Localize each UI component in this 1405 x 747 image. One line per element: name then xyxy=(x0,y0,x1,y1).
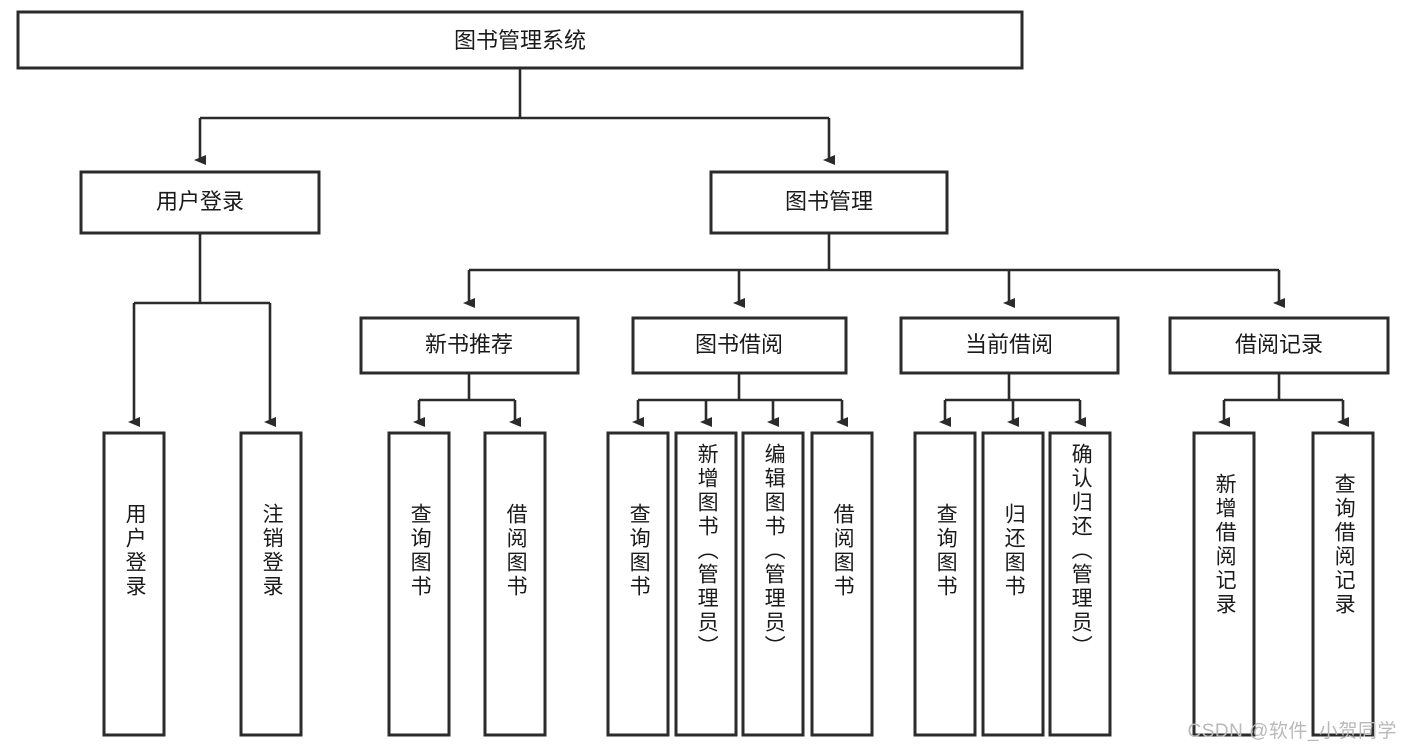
leaf-box-user-login-1[interactable] xyxy=(239,431,303,737)
leaf-box-user-login-0[interactable] xyxy=(102,431,166,737)
node-new-book-recommend[interactable]: 新书推荐 xyxy=(359,316,580,375)
node-borrow-record[interactable]: 借阅记录 xyxy=(1168,316,1390,375)
leaf-box-new-book-1[interactable] xyxy=(483,431,547,737)
leaf-boxes-book-borrow xyxy=(606,431,874,737)
node-new-book-recommend-label: 新书推荐 xyxy=(425,332,513,357)
node-current-borrow-label: 当前借阅 xyxy=(965,332,1053,357)
connector-new-book-to-leaves xyxy=(413,373,521,427)
leaf-box-book-borrow-2[interactable] xyxy=(741,431,805,737)
leaf-boxes-current-borrow xyxy=(913,431,1112,737)
leaf-box-book-borrow-0[interactable] xyxy=(606,431,670,737)
leaf-box-borrow-record-1[interactable] xyxy=(1311,431,1375,737)
node-root-system[interactable]: 图书管理系统 xyxy=(16,10,1024,70)
leaf-box-book-borrow-3[interactable] xyxy=(810,431,874,737)
leaf-box-book-borrow-1[interactable] xyxy=(674,431,738,737)
leaf-box-current-borrow-1[interactable] xyxy=(981,431,1045,737)
watermark-text: CSDN @软件_小贺同学 xyxy=(1187,721,1397,742)
node-current-borrow[interactable]: 当前借阅 xyxy=(899,316,1120,375)
connector-book-borrow-to-leaves xyxy=(632,373,848,427)
node-borrow-record-label: 借阅记录 xyxy=(1235,332,1323,357)
leaf-boxes-new-book-recommend xyxy=(387,431,547,737)
node-book-management[interactable]: 图书管理 xyxy=(709,170,949,235)
leaf-box-current-borrow-0[interactable] xyxy=(913,431,977,737)
node-book-borrow-label: 图书借阅 xyxy=(695,332,783,357)
leaf-boxes-borrow-record xyxy=(1192,431,1375,737)
node-book-management-label: 图书管理 xyxy=(785,189,873,214)
connector-user-login-to-leaves xyxy=(128,233,276,427)
leaf-box-new-book-0[interactable] xyxy=(387,431,451,737)
leaf-box-current-borrow-2[interactable] xyxy=(1048,431,1112,737)
connector-current-borrow-to-leaves xyxy=(939,373,1086,427)
node-book-borrow[interactable]: 图书借阅 xyxy=(631,316,848,375)
node-user-login-label: 用户登录 xyxy=(156,189,244,214)
connector-book-manage-to-level3 xyxy=(463,233,1285,308)
leaf-box-borrow-record-0[interactable] xyxy=(1192,431,1256,737)
node-root-label: 图书管理系统 xyxy=(454,28,586,53)
leaf-boxes-user-login xyxy=(102,431,303,737)
node-user-login[interactable]: 用户登录 xyxy=(79,170,321,235)
connector-borrow-record-to-leaves xyxy=(1218,373,1349,427)
connector-root-to-level2 xyxy=(194,68,835,165)
